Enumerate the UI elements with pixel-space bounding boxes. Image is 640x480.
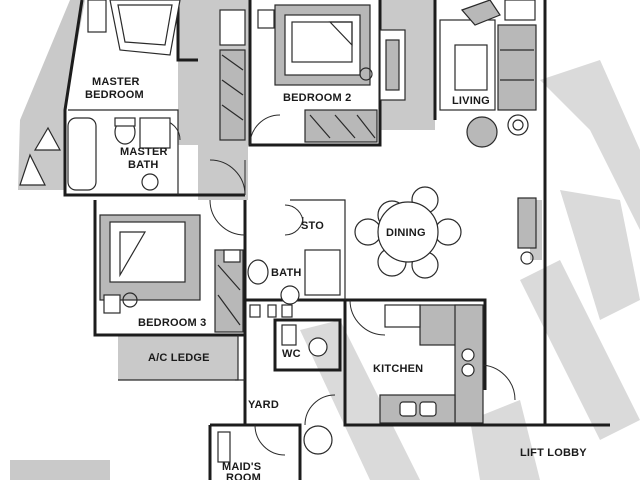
doors	[159, 114, 516, 456]
bath-fixtures	[247, 259, 300, 318]
label-master-bedroom-2: BEDROOM	[85, 89, 144, 101]
label-lift-lobby: LIFT LOBBY	[520, 447, 587, 459]
room-labels: MASTER BEDROOM BEDROOM 2 LIVING MASTER B…	[85, 76, 587, 480]
dining-set	[354, 186, 462, 279]
label-maids-room-2: ROOM	[226, 472, 261, 480]
label-bedroom-2: BEDROOM 2	[283, 92, 351, 104]
sideboard	[517, 197, 537, 265]
label-yard: YARD	[248, 399, 279, 411]
bedroom2-wardrobe	[304, 109, 378, 143]
master-bath-fixtures	[19, 117, 171, 191]
label-bedroom-3: BEDROOM 3	[138, 317, 206, 329]
maids-fixtures	[217, 425, 333, 463]
master-bed	[87, 0, 181, 56]
bedroom3-bed	[99, 214, 201, 314]
label-living: LIVING	[452, 95, 490, 107]
bedroom3-wardrobe	[214, 249, 244, 333]
label-maids-room-1: MAID'S	[222, 461, 261, 473]
label-ac-ledge: A/C LEDGE	[148, 352, 210, 364]
living-furniture	[439, 0, 537, 148]
label-kitchen: KITCHEN	[373, 363, 423, 375]
walls	[63, 0, 610, 480]
wc-fixtures	[281, 324, 328, 357]
label-bath: BATH	[271, 267, 302, 279]
label-master-bath-1: MASTER	[120, 146, 168, 158]
bedroom2-bed	[257, 4, 406, 101]
wall-shading	[10, 0, 542, 480]
label-sto: STO	[301, 220, 324, 232]
label-wc: WC	[282, 348, 301, 360]
master-wardrobe	[219, 9, 246, 141]
label-master-bath-2: BATH	[128, 159, 159, 171]
label-dining: DINING	[386, 227, 426, 239]
watermark	[300, 60, 640, 480]
label-master-bedroom-1: MASTER	[92, 76, 140, 88]
store-fixtures	[284, 204, 341, 296]
kitchen-counter	[379, 304, 484, 424]
